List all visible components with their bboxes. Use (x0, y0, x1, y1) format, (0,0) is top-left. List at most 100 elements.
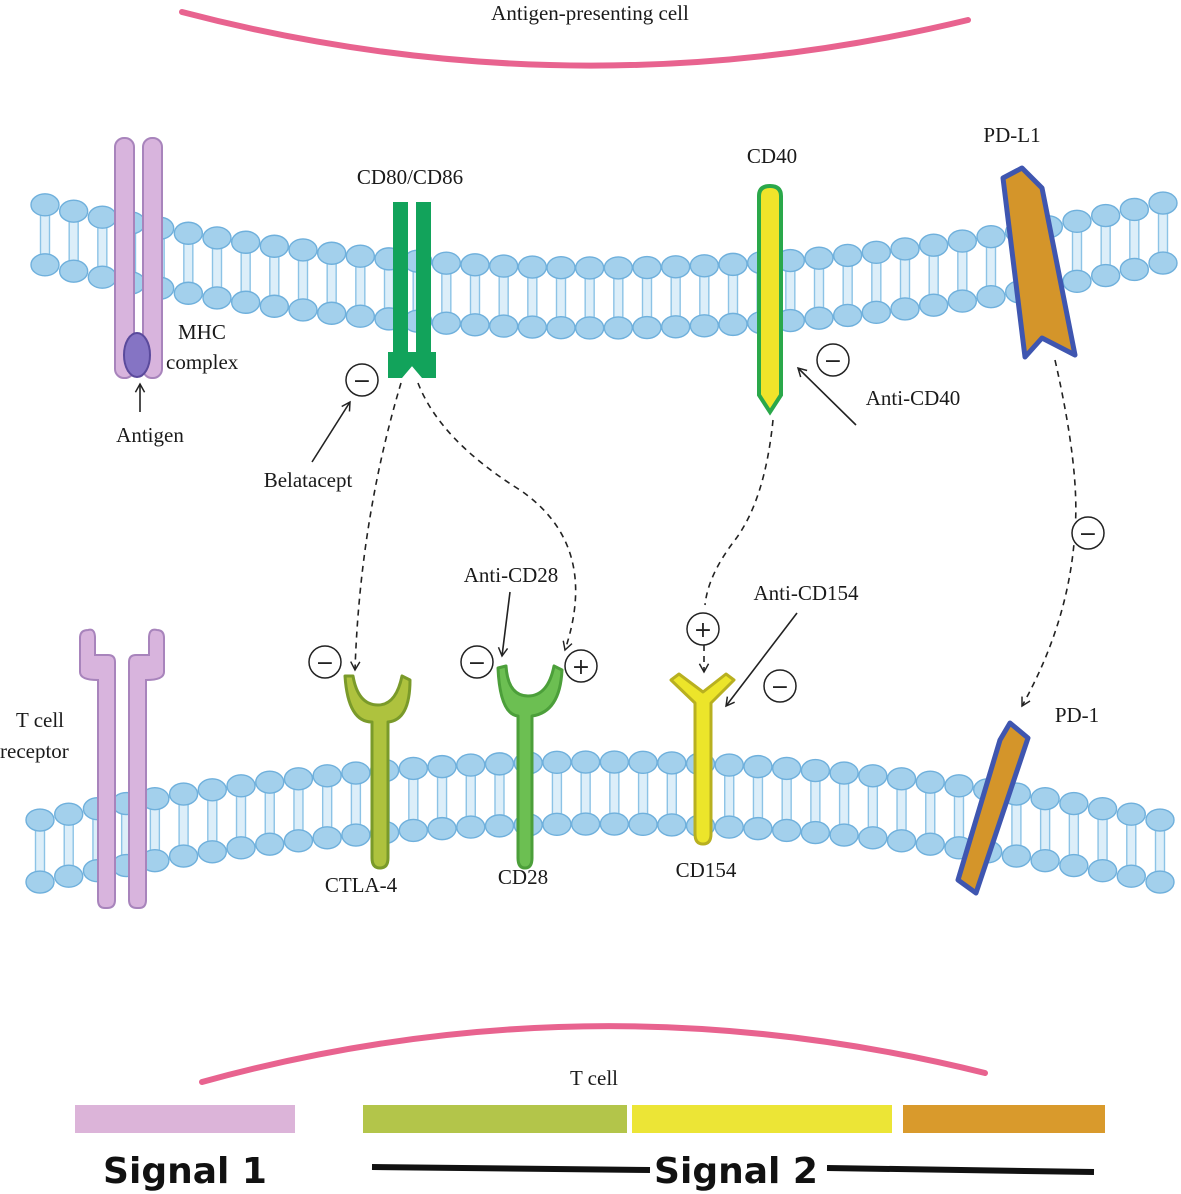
apc-lipid-head-outer (173, 221, 204, 245)
minus-circle-anti-cd40 (816, 343, 850, 377)
tcell-lipid-head-inner (657, 813, 687, 837)
cd40-molecule (757, 183, 783, 416)
label-anti-cd40: Anti-CD40 (866, 386, 961, 410)
apc-lipid-head-outer (87, 205, 118, 229)
minus-circle-ctla4 (308, 645, 342, 679)
tcell-lipid-head-outer (255, 770, 285, 794)
apc-lipid-head-inner (546, 315, 576, 340)
cd28-molecule (496, 664, 564, 870)
apc-lipid-head-outer (632, 255, 662, 280)
apc-lipid-head-inner (202, 286, 232, 310)
arrow-belatacept (311, 400, 351, 463)
signal2-bar-cd154 (632, 1105, 892, 1133)
apc-lipid-head-inner (574, 316, 605, 340)
pd-1-molecule (955, 720, 1031, 896)
tcell-lipid-head-outer (542, 750, 572, 775)
apc-membrane-arc (179, 9, 971, 69)
tcell-lipid-head-outer (886, 767, 917, 791)
tcell-lipid-head-outer (312, 764, 342, 788)
tcell-lipid-head-outer (829, 761, 859, 785)
apc-lipid-head-outer (947, 229, 978, 253)
minus-sign-anti-cd28: − (468, 651, 486, 676)
minus-circle-anti-cd154 (763, 669, 797, 703)
apc-lipid-head-outer (603, 256, 634, 280)
tcell-lipid-head-inner (168, 844, 199, 868)
label-mhc-line2: complex (166, 350, 239, 374)
plus-circle-cd28 (564, 649, 598, 683)
tcell-lipid-head-outer (1145, 808, 1175, 832)
tcell-lipid-head-outer (800, 758, 831, 783)
apc-lipid-head-outer (345, 244, 376, 268)
apc-lipid-head-inner (488, 314, 519, 338)
tcell-lipid-head-outer (858, 764, 888, 788)
label-belatacept: Belatacept (264, 468, 353, 492)
tcell-lipid-head-outer (168, 782, 199, 806)
tcell-lipid-head-inner (800, 820, 831, 845)
tcell-lipid-head-inner (1145, 870, 1175, 894)
tcell-lipid-head-outer (944, 774, 974, 798)
tcell-lipid-head-inner (484, 814, 515, 838)
tcell-lipid-head-outer (283, 767, 314, 791)
label-mhc-line1: MHC (178, 320, 226, 344)
apc-lipid-head-outer (976, 224, 1006, 249)
apc-lipid-head-outer (804, 246, 834, 270)
arrow-anti-cd154 (725, 612, 798, 708)
pd-l1-molecule (1000, 165, 1078, 360)
label-tcr-line1: T cell (16, 708, 64, 732)
apc-lipid-head-inner (804, 306, 834, 330)
apc-lipid-head-inner (1119, 257, 1150, 282)
apc-lipid-head-outer (1119, 197, 1150, 222)
signal2-bar-ctla4-cd28 (363, 1105, 627, 1133)
label-anti-cd28: Anti-CD28 (464, 563, 559, 587)
cd154-molecule (669, 672, 736, 846)
label-cd40: CD40 (747, 144, 797, 168)
tcell-lipid-head-inner (1001, 844, 1032, 868)
tcell-lipid-head-inner (398, 818, 429, 843)
sign-circles (308, 343, 1105, 703)
apc-lipid-head-inner (316, 301, 347, 325)
apc-lipid-head-outer (58, 199, 89, 223)
tcell-lipid-head-inner (283, 829, 314, 853)
apc-lipid-head-outer (431, 251, 462, 275)
tcell-lipid-head-inner (1116, 864, 1146, 888)
mhc-chain-left (114, 137, 135, 379)
minus-sign-anti-cd40: − (824, 349, 842, 374)
tcell-lipid-head-outer (714, 753, 744, 777)
label-ctla-4: CTLA-4 (325, 873, 398, 897)
tcell-lipid-head-outer (197, 778, 228, 802)
plus-sign-cd154: + (694, 618, 712, 643)
tcell-lipid-head-outer (25, 808, 55, 832)
interaction-arrows (350, 359, 1077, 708)
apc-lipid-head-outer (1090, 203, 1121, 228)
tcell-lipid-head-outer (1087, 797, 1118, 821)
apc-lipid-head-inner (861, 300, 892, 325)
apc-lipid-head-inner (517, 315, 548, 339)
apc-lipid-head-outer (660, 255, 691, 279)
tcell-lipid-head-outer (657, 751, 687, 775)
apc-lipid-head-inner (1090, 263, 1121, 288)
apc-lipid-head-outer (30, 193, 60, 217)
apc-lipid-head-inner (689, 314, 720, 338)
tcell-lipid-head-inner (771, 818, 802, 843)
label-signal-1: Signal 1 (103, 1151, 267, 1192)
tcell-lipid-head-outer (771, 756, 802, 781)
tcell-lipid-head-inner (743, 816, 773, 841)
apc-lipid-head-inner (918, 293, 949, 317)
arrow-cd80-to-ctla4 (350, 382, 402, 672)
arrow-pdl1-to-pd1 (1021, 359, 1077, 708)
tcell-lipid-head-inner (197, 840, 228, 864)
arrow-anti-cd40 (796, 366, 857, 426)
tcell-lipid-head-outer (1030, 786, 1060, 811)
apc-lipid-head-outer (230, 230, 261, 254)
tcell-lipid-head-outer (570, 750, 601, 774)
tcell-lipid-head-inner (456, 815, 486, 839)
tcell-lipid-head-inner (341, 823, 371, 847)
tcell-lipid-head-outer (427, 754, 457, 779)
plus-sign-cd28: + (572, 655, 590, 680)
apc-lipid-head-inner (603, 316, 634, 340)
minus-circle-anti-cd28 (460, 645, 494, 679)
tcell-lipid-head-inner (599, 812, 630, 836)
tcell-lipid-head-inner (714, 815, 744, 839)
